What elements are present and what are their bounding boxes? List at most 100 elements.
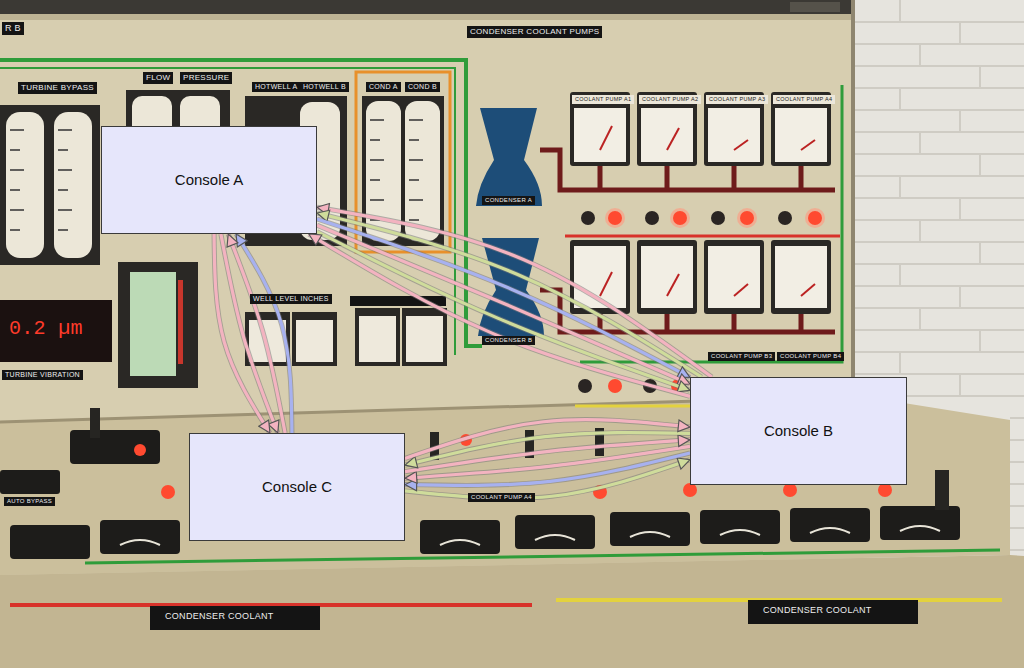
gauge-ticks <box>370 120 423 220</box>
red-trim-line <box>565 235 840 238</box>
panel-label: COOLANT PUMP A2 <box>639 95 701 104</box>
pump-gauge <box>771 240 831 314</box>
drum-gauge <box>6 112 44 258</box>
pump-gauge-face <box>641 246 693 308</box>
flow-arrow <box>405 420 690 459</box>
flow-arrow <box>228 234 285 433</box>
pump-gauge-face <box>775 246 827 308</box>
flow-arrow <box>317 232 690 391</box>
small-gauge <box>355 308 400 366</box>
gauge-needle <box>667 128 679 150</box>
panel-label: TURBINE VIBRATION <box>2 370 83 380</box>
connector-outline <box>309 234 690 396</box>
connector-outline <box>405 453 690 485</box>
light-glow <box>670 208 690 228</box>
panel-label: COOLANT PUMP B3 <box>708 352 775 361</box>
connector-outline <box>317 232 690 391</box>
small-gauge-face <box>406 316 443 362</box>
light-off <box>578 379 592 393</box>
gauge-needle <box>801 284 815 296</box>
plate <box>150 606 320 630</box>
flow-arrow <box>221 234 278 433</box>
condenser-symbol <box>476 108 542 206</box>
switch-handle <box>90 408 100 438</box>
panel-label: CONDENSER B <box>482 336 535 345</box>
connector-outline <box>317 207 712 377</box>
flow-arrow <box>317 219 690 377</box>
connector-outline <box>405 433 690 466</box>
small-gauge <box>402 308 447 366</box>
console-label: Console C <box>262 478 332 496</box>
panel-edge <box>851 0 855 400</box>
panel-label: FLOW <box>143 72 173 84</box>
top-ledge <box>0 14 860 20</box>
switch-plate <box>880 506 960 540</box>
flow-arrow <box>309 234 690 396</box>
panel-label: WELL LEVEL INCHES <box>250 294 332 304</box>
switch-plate <box>610 512 690 546</box>
flow-arrow <box>214 234 270 433</box>
console-box: Console C <box>189 433 405 541</box>
pump-gauge-face <box>708 246 760 308</box>
drum-gauge <box>54 112 92 258</box>
gauge-needle <box>734 284 748 296</box>
pump-gauge <box>704 240 764 314</box>
connector-outline <box>228 234 285 433</box>
light-on <box>608 379 622 393</box>
light-glow <box>737 208 757 228</box>
panel-label: COOLANT PUMP A4 <box>468 493 535 502</box>
flow-arrow <box>405 433 690 466</box>
flow-arrow <box>317 213 702 377</box>
light-on <box>683 483 697 497</box>
panel-label: R B <box>2 22 24 35</box>
light-on <box>808 211 822 225</box>
light-on <box>134 444 146 456</box>
vent <box>790 2 840 12</box>
console-label: Console B <box>764 422 833 440</box>
switch-plate <box>70 430 160 464</box>
pump-gauge <box>637 240 697 314</box>
pump-gauge-face <box>775 108 827 162</box>
bar-indicator-scale <box>178 280 183 364</box>
light-on <box>161 485 175 499</box>
connector-outline <box>317 225 690 384</box>
console-label: Console A <box>175 171 243 189</box>
brick-joints-vertical <box>900 0 980 396</box>
light-on <box>673 211 687 225</box>
panel-label: CONDENSER COOLANT <box>162 610 277 623</box>
desk-front <box>0 555 1024 668</box>
panel-label: TURBINE BYPASS <box>18 82 97 94</box>
small-gauge-face <box>359 316 396 362</box>
small-gauge <box>292 312 337 366</box>
light-off <box>645 211 659 225</box>
switch-plate <box>0 470 60 494</box>
light-off <box>581 211 595 225</box>
pump-gauge-face <box>574 108 626 162</box>
bar-indicator-frame <box>118 262 198 388</box>
switch-handle <box>935 470 949 510</box>
small-gauge-face <box>296 320 333 362</box>
green-trim-line <box>85 550 1000 563</box>
panel-label: CONDENSER COOLANT <box>760 604 875 617</box>
panel-label: COOLANT PUMP B4 <box>777 352 844 361</box>
panel-label: CONDENSER A <box>482 196 535 205</box>
light-glow <box>605 208 625 228</box>
panel-label: PRESSURE <box>180 72 232 84</box>
panel-label: COND B <box>405 82 440 92</box>
switch-plate <box>790 508 870 542</box>
gauge-needle <box>600 126 612 150</box>
gauge-needle <box>600 272 612 296</box>
console-box: Console B <box>690 377 907 485</box>
gauge-needle <box>667 274 679 296</box>
switch-plate <box>420 520 500 554</box>
panel-label: HOTWELL B <box>300 82 349 92</box>
panel-label: HOTWELL A <box>252 82 301 92</box>
light-off <box>711 211 725 225</box>
gauge-needle <box>734 140 748 150</box>
panel-label: COOLANT PUMP A4 <box>773 95 835 104</box>
drum-gauge-frame <box>0 105 100 265</box>
connector-outline <box>317 213 702 377</box>
